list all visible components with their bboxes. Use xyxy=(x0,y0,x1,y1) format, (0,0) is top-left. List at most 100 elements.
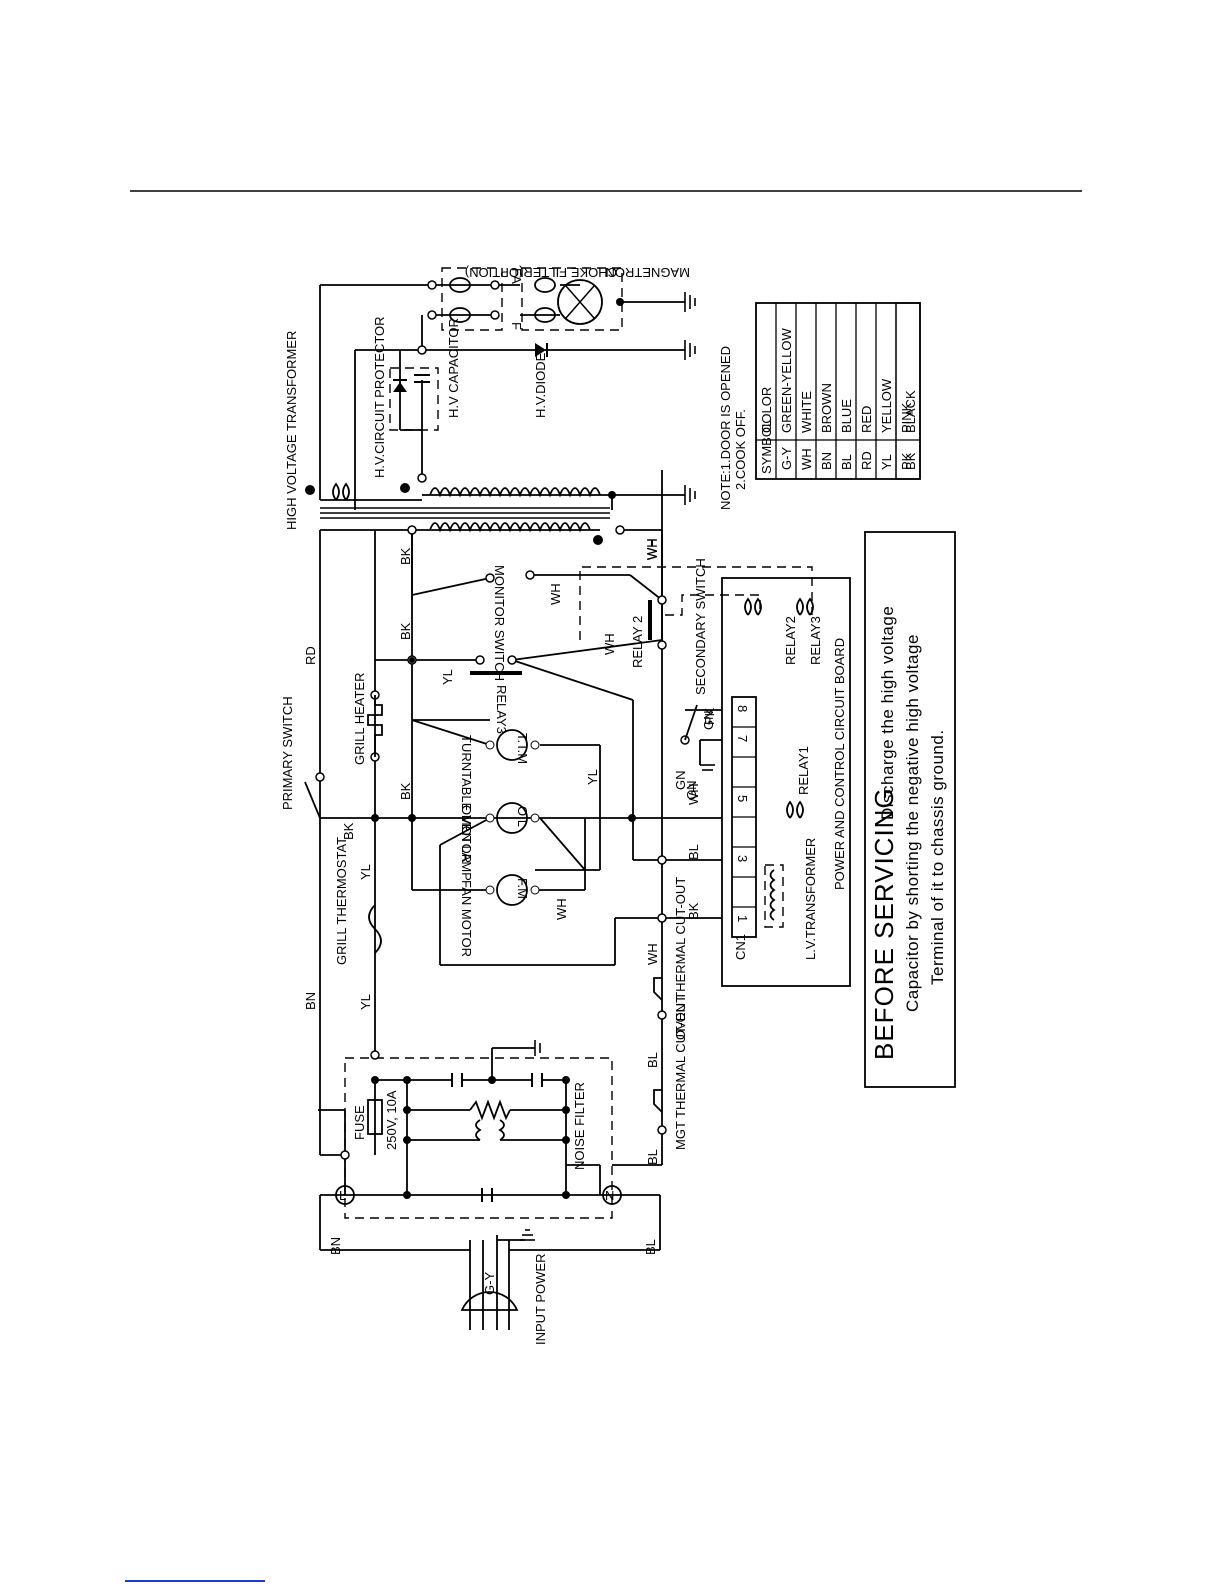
component-labels: CHOKE FILTER(OPTION) MAGNETRON FA F H.V.… xyxy=(280,265,847,1345)
table-color: RED xyxy=(859,406,874,433)
magnetron-box xyxy=(521,267,623,331)
control-board xyxy=(721,577,851,987)
warning-box: BEFORE SERVICING Discharge the high volt… xyxy=(864,531,956,1088)
table-header-symbol: SYMBOL xyxy=(759,420,774,474)
wire-label: GN xyxy=(673,771,688,791)
lv-transformer-box xyxy=(764,864,784,928)
wire-label: WH xyxy=(644,538,659,560)
power-plug-icon xyxy=(460,1291,519,1311)
wire-label: WH xyxy=(686,783,701,805)
table-header-color: COLOR xyxy=(759,387,774,433)
relay3-label: RELAY3 xyxy=(494,685,509,734)
wire-label: BK xyxy=(398,622,413,640)
board-relay2-label: RELAY2 xyxy=(783,616,798,665)
magnetron-icon xyxy=(557,279,603,325)
hv-capacitor-label: H.V CAPACITOR xyxy=(446,318,461,418)
note-line1: NOTE:1.DOOR IS OPENED xyxy=(718,346,733,510)
grill-thermostat-icon xyxy=(368,904,382,954)
fm-label: F.M xyxy=(515,878,530,899)
pin-8: 8 xyxy=(735,705,750,712)
wire-label: BK xyxy=(341,822,356,840)
hv-protector-label: H.V.CIRCUIT PROTECTOR xyxy=(372,316,387,478)
secondary-switch-label: SECONDARY SWITCH xyxy=(693,558,708,695)
protector-diode-icon xyxy=(393,382,407,392)
primary-switch-label: PRIMARY SWITCH xyxy=(280,696,295,810)
gn-label-1: GN xyxy=(684,781,699,801)
wire-label: WH xyxy=(602,633,617,655)
ttm-label: T.T.M xyxy=(515,733,530,764)
pin-3: 3 xyxy=(735,855,750,862)
gn-label-2: GN xyxy=(701,711,716,731)
table-symbol: RD xyxy=(859,451,874,470)
table-color: BLUE xyxy=(839,399,854,433)
grill-heater-label: GRILL HEATER xyxy=(352,673,367,765)
pin-7: 7 xyxy=(735,735,750,742)
choke-filter-label: CHOKE FILTER(OPTION) xyxy=(465,265,617,280)
wire-label: BK xyxy=(686,902,701,920)
hv-capacitor-box xyxy=(389,367,439,431)
grill-thermostat-label: GRILL THERMOSTAT xyxy=(334,837,349,965)
fuse-label: FUSE xyxy=(352,1105,367,1140)
ol-label: O.L xyxy=(515,806,530,827)
table-color: WHITE xyxy=(799,391,814,433)
neutral-terminal xyxy=(602,1185,622,1205)
wire-label: WH xyxy=(645,943,660,965)
hv-diode-icon xyxy=(535,343,546,357)
wire-label: PK xyxy=(702,707,717,725)
fuse-rating-label: 250V, 10A xyxy=(384,1090,399,1150)
warning-line3: Terminal of it to chassis ground. xyxy=(928,729,947,985)
wire-label: BN xyxy=(328,1237,343,1255)
ground-icon xyxy=(520,292,715,1241)
relay3-link xyxy=(579,566,813,640)
footer-link-underline xyxy=(125,1580,265,1582)
terminal-N-label: N xyxy=(605,1188,614,1203)
wire-labels: RD BN BK YL YL BK BK BK YL WH WH WH YL W… xyxy=(303,538,717,1255)
gy-label: G-Y xyxy=(482,1272,497,1295)
primary-switch-lever xyxy=(304,781,321,819)
board-relay1-label: RELAY1 xyxy=(796,746,811,795)
wire-label: YL xyxy=(585,769,600,785)
board-relay3-label: RELAY3 xyxy=(808,616,823,665)
hv-diode-label: H.V.DIODE xyxy=(533,352,548,418)
secondary-switch-lever xyxy=(684,704,698,741)
mgt-cutout-label: MGT THERMAL CUT-OUT xyxy=(673,995,688,1150)
wire-label: YL xyxy=(358,864,373,880)
fan-motor-label: FAN MOTOR xyxy=(459,880,474,957)
choke-coil-icon xyxy=(449,277,471,293)
relay2-label: RELAY 2 xyxy=(630,616,645,668)
wire-label: YL xyxy=(440,669,455,685)
wire-label: RD xyxy=(303,646,318,665)
board-relay3-coil xyxy=(796,597,814,616)
monitor-switch-label: MONITOR SWITCH xyxy=(492,565,507,681)
choke-filter-box xyxy=(441,267,503,331)
hv-transformer xyxy=(305,482,610,545)
magnetron-label: MAGNETRON xyxy=(606,265,691,280)
board-label: POWER AND CONTROL CIRCUIT BOARD xyxy=(832,638,847,890)
oven-lamp-label: OVEN LAMP xyxy=(459,805,474,881)
noise-filter-box xyxy=(344,1057,613,1219)
wire-label: BL xyxy=(643,1239,658,1255)
warning-title: BEFORE SERVICING xyxy=(869,787,899,1060)
table-symbol: BL xyxy=(839,454,854,470)
line-terminal xyxy=(335,1185,355,1205)
wire-label: BK xyxy=(398,782,413,800)
table-symbol: YL xyxy=(879,454,894,470)
table-color: BLACK xyxy=(903,390,918,433)
oven-lamp-icon xyxy=(496,802,528,834)
cn1-label: CN1 xyxy=(733,934,748,960)
table-color: BROWN xyxy=(819,383,834,433)
note-line2: 2.COOK OFF. xyxy=(733,409,748,490)
junctions xyxy=(371,491,636,1199)
turntable-motor-icon xyxy=(496,729,528,761)
table-symbol: WH xyxy=(799,448,814,470)
f-label: F xyxy=(509,322,524,330)
turntable-motor-label: TURNTABLE MOTOR xyxy=(459,735,474,863)
wire-label: WH xyxy=(548,583,563,605)
board-relay2-coil xyxy=(744,597,762,616)
fa-label: FA xyxy=(509,268,524,284)
wire-label: BN xyxy=(303,992,318,1010)
noise-filter-label: NOISE FILTER xyxy=(572,1082,587,1170)
table-color: PINK xyxy=(899,402,914,433)
wire-label: BK xyxy=(398,547,413,565)
grill-heater-icon xyxy=(367,695,383,757)
